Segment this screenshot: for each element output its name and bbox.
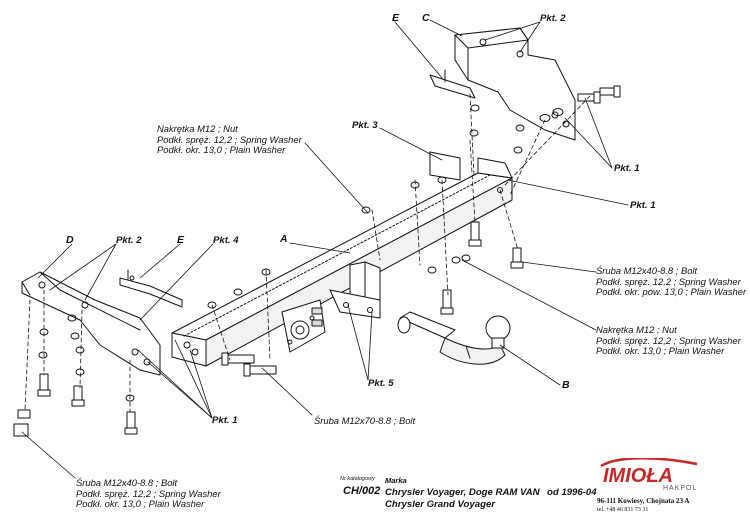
company-address: 96-111 Kowiesy, Chojnata 23 A <box>597 497 690 505</box>
label-a: A <box>280 233 288 245</box>
logo-subtitle: HAKPOL <box>663 485 697 492</box>
label-c: C <box>422 12 430 24</box>
model-line-2: Chrysler Grand Voyager <box>385 499 496 510</box>
spec-bolt-right: Śruba M12x40-8.8 ; Bolt Podkł. spręż. 12… <box>596 265 747 297</box>
label-e-left: E <box>177 234 185 246</box>
logo-wordmark: IMIOŁA <box>603 465 673 487</box>
label-pkt1-right-upper: Pkt. 1 <box>614 163 640 174</box>
catalog-label: Nr katalogowy <box>340 476 375 482</box>
spec-nut-right: Nakrętka M12 ; Nut Podkł. spręż. 12,2 ; … <box>596 324 741 356</box>
leader-lines <box>21 19 629 479</box>
centre-bracket <box>329 151 461 319</box>
bolts <box>13 221 524 437</box>
plate-e-left <box>119 269 183 308</box>
label-pkt1-right-lower: Pkt. 1 <box>630 200 656 211</box>
label-pkt4: Pkt. 4 <box>213 235 239 246</box>
label-b: B <box>562 379 570 391</box>
ball-mount-plate <box>281 299 326 353</box>
tow-ball-b <box>397 311 511 365</box>
model-date: od 1996-04 <box>547 487 597 498</box>
label-pkt3: Pkt. 3 <box>352 120 378 131</box>
main-beam-a <box>171 157 513 367</box>
nuts-washers <box>38 104 564 402</box>
logo-swoosh <box>600 458 698 468</box>
company-phone: tel. +48 46 831 73 31 <box>597 507 649 513</box>
imiola-logo: IMIOŁA HAKPOL <box>600 458 698 492</box>
spec-bolt-left: Śruba M12x40-8.8 ; Bolt Podkł. spręż. 12… <box>76 477 221 509</box>
label-d: D <box>66 234 74 246</box>
spec-nut-top: Nakrętka M12 ; Nut Podkł. spręż. 12,2 ; … <box>157 123 302 155</box>
side-bracket-c <box>454 27 576 141</box>
label-pkt2-left: Pkt. 2 <box>116 235 142 246</box>
assembly-axes <box>24 93 591 413</box>
label-pkt5: Pkt. 5 <box>368 378 394 389</box>
spec-bolt-center: Śruba M12x70-8.8 ; Bolt <box>314 415 416 426</box>
label-pkt2-top: Pkt. 2 <box>540 13 566 24</box>
brand-label: Marka <box>385 476 407 485</box>
plate-e-top <box>429 69 476 99</box>
catalog-number: CH/002 <box>343 485 381 497</box>
side-bracket-d <box>21 271 161 376</box>
label-e-top: E <box>392 12 400 24</box>
bolts-horizontal <box>221 85 621 377</box>
label-pkt1-left: Pkt. 1 <box>212 415 238 426</box>
model-line-1: Chrysler Voyager, Doge RAM VAN <box>385 487 540 498</box>
